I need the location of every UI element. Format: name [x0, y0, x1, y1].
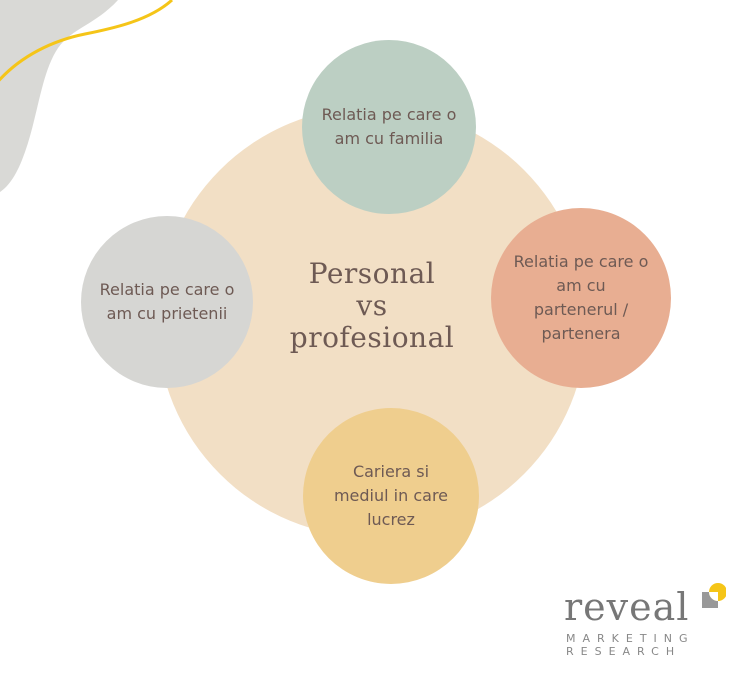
center-title-line-2: vs — [356, 289, 388, 322]
logo-wordmark: reveal — [564, 585, 690, 629]
reveal-logo: reveal MARKETING RESEARCH — [562, 582, 732, 662]
center-title-line-3: profesional — [289, 321, 455, 354]
bubble-friends: Relatia pe care o am cu prietenii — [81, 216, 253, 388]
bubble-career-label: Cariera si mediul in care lucrez — [333, 462, 449, 529]
center-title-line-1: Personal — [308, 257, 436, 290]
bubble-family-label: Relatia pe care o am cu familia — [321, 105, 457, 148]
corner-yellow-line — [0, 0, 174, 82]
bubble-family: Relatia pe care o am cu familia — [302, 40, 476, 214]
bubble-friends-label: Relatia pe care o am cu prietenii — [99, 280, 235, 323]
logo-subtitle-research: RESEARCH — [566, 645, 682, 658]
bubble-career: Cariera si mediul in care lucrez — [303, 408, 479, 584]
corner-gray-blob — [0, 0, 118, 192]
bubble-partner-label: Relatia pe care o am cu partenerul / par… — [513, 252, 649, 343]
logo-subtitle-marketing: MARKETING — [566, 632, 695, 645]
bubble-partner: Relatia pe care o am cu partenerul / par… — [491, 208, 671, 388]
logo-mark-icon — [702, 583, 726, 608]
center-title: Personal vs profesional — [262, 258, 482, 354]
